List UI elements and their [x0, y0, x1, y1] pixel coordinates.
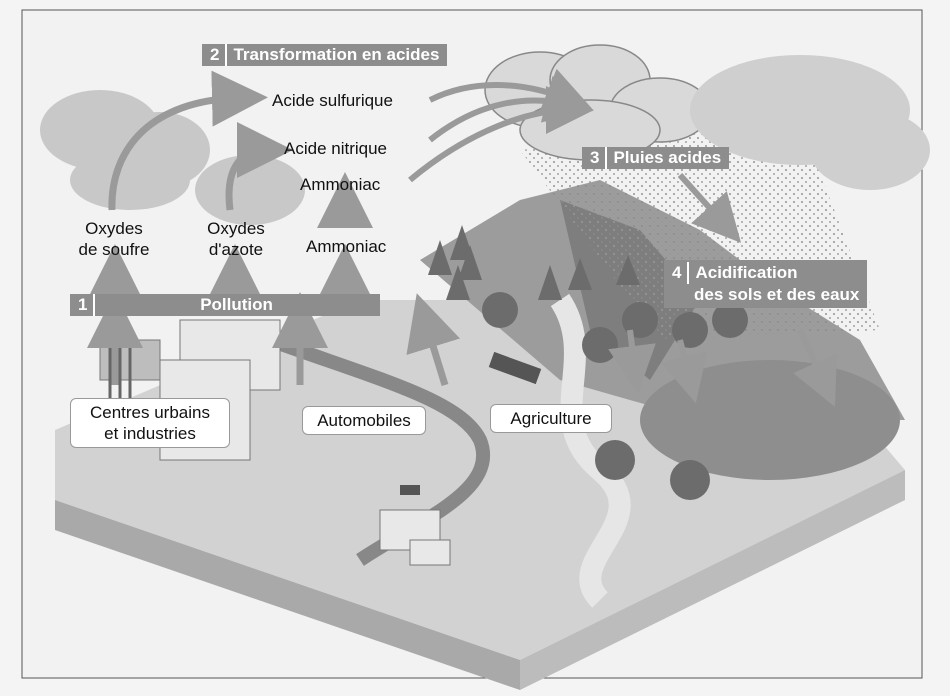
step-acidification-number: 4	[672, 262, 690, 284]
step-transformation-label: Transformation en acides	[233, 45, 440, 64]
source-agriculture-box: Agriculture	[490, 404, 612, 433]
step-acidification-banner: 4 Acidification des sols et des eaux	[664, 260, 868, 308]
step-acidification-line2: des sols et des eaux	[694, 285, 860, 304]
label-oxydes-soufre: Oxydes de soufre	[64, 218, 164, 260]
ground-front-left	[55, 500, 520, 690]
label-acide-sulfurique: Acide sulfurique	[272, 91, 393, 110]
label-oxydes-soufre-line2: de soufre	[78, 240, 150, 259]
bus	[488, 351, 542, 385]
label-ammoniac-bottom: Ammoniac	[306, 237, 387, 256]
cloud-far-right	[690, 55, 930, 190]
cloud-left	[40, 90, 305, 225]
step-pollution-number: 1	[78, 294, 96, 316]
source-urban-line2: et industries	[104, 424, 196, 443]
step-rain-number: 3	[590, 147, 608, 169]
step-rain-label: Pluies acides	[613, 148, 722, 167]
car	[400, 485, 420, 495]
hill-right	[640, 360, 900, 480]
label-oxydes-azote: Oxydes d'azote	[186, 218, 286, 260]
emission-arrows	[87, 70, 460, 387]
step-transformation-banner: 2 Transformation en acides	[202, 44, 448, 66]
label-ammoniac-top: Ammoniac	[300, 175, 381, 194]
source-urban-line1: Centres urbains	[89, 403, 210, 422]
step-acidification-line1: Acidification	[695, 263, 798, 282]
label-oxydes-azote-line1: Oxydes	[207, 219, 265, 238]
source-urban-box: Centres urbains et industries	[70, 398, 230, 448]
step-transformation-number: 2	[210, 44, 228, 66]
acid-flow-arrows	[408, 68, 837, 407]
label-oxydes-soufre-line1: Oxydes	[85, 219, 143, 238]
source-cars-box: Automobiles	[302, 406, 426, 435]
step-rain-banner: 3 Pluies acides	[582, 147, 730, 169]
label-oxydes-azote-line2: d'azote	[208, 240, 264, 259]
step-pollution-label: Pollution	[200, 295, 273, 314]
step-pollution-banner: 1 Pollution	[70, 294, 380, 316]
ground-front-right	[520, 470, 905, 690]
label-acide-nitrique: Acide nitrique	[284, 139, 388, 158]
